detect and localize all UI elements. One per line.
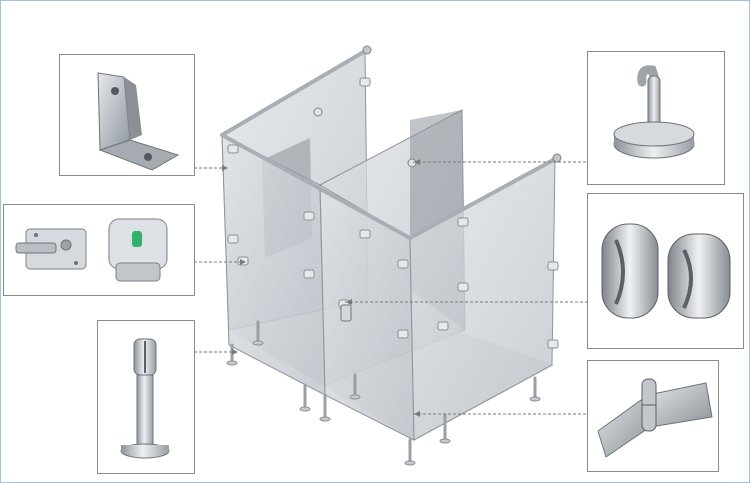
hinge-icon bbox=[597, 378, 713, 458]
top-rail-front bbox=[220, 133, 412, 240]
leader-lines bbox=[194, 161, 587, 415]
callout-support-leg bbox=[97, 320, 195, 474]
callout-corner-bracket bbox=[59, 54, 195, 176]
door-lock-icon bbox=[15, 218, 168, 282]
support-legs bbox=[230, 320, 537, 464]
callout-coat-hook bbox=[587, 51, 725, 185]
callout-door-knob bbox=[587, 193, 744, 349]
leg-feet bbox=[226, 340, 541, 466]
rail-end-cap bbox=[552, 153, 562, 163]
corner-bracket-icon bbox=[97, 72, 180, 171]
coat-hook-marker bbox=[407, 158, 417, 168]
callout-door-lock bbox=[3, 204, 195, 296]
door-knob-icon bbox=[601, 223, 731, 319]
top-rail-right bbox=[408, 156, 559, 240]
rail-end-cap bbox=[362, 45, 372, 55]
coat-hook-marker bbox=[313, 107, 323, 117]
callout-hinge bbox=[587, 360, 719, 472]
leader-arrowheads bbox=[222, 159, 420, 417]
panel-fittings bbox=[227, 77, 559, 349]
top-rail-back bbox=[220, 48, 369, 137]
support-leg-icon bbox=[120, 338, 170, 459]
coat-hook-icon bbox=[613, 65, 695, 159]
door-lock-plate bbox=[340, 304, 352, 322]
